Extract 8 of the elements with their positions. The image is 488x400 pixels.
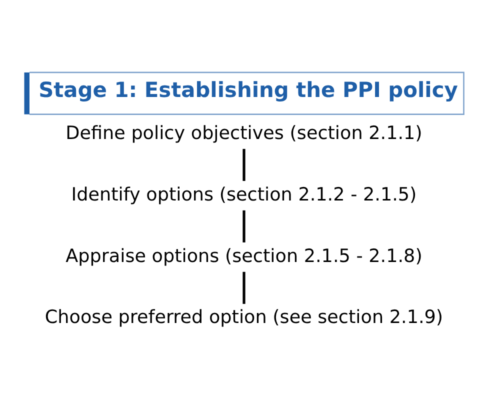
node-text: Appraise options (section 2.1.5 - 2.1.8)	[66, 246, 422, 267]
node-text: Identify options (section 2.1.2 - 2.1.5)	[71, 184, 417, 206]
connector	[242, 272, 246, 304]
node-text: Choose preferred option (see section 2.1.9)	[44, 307, 444, 328]
diagram-title: Stage 1: Establishing the PPI policy	[38, 78, 458, 102]
connector	[242, 148, 246, 181]
connector	[242, 210, 246, 242]
node-text: Define policy objectives (section 2.1.1)	[66, 122, 422, 144]
